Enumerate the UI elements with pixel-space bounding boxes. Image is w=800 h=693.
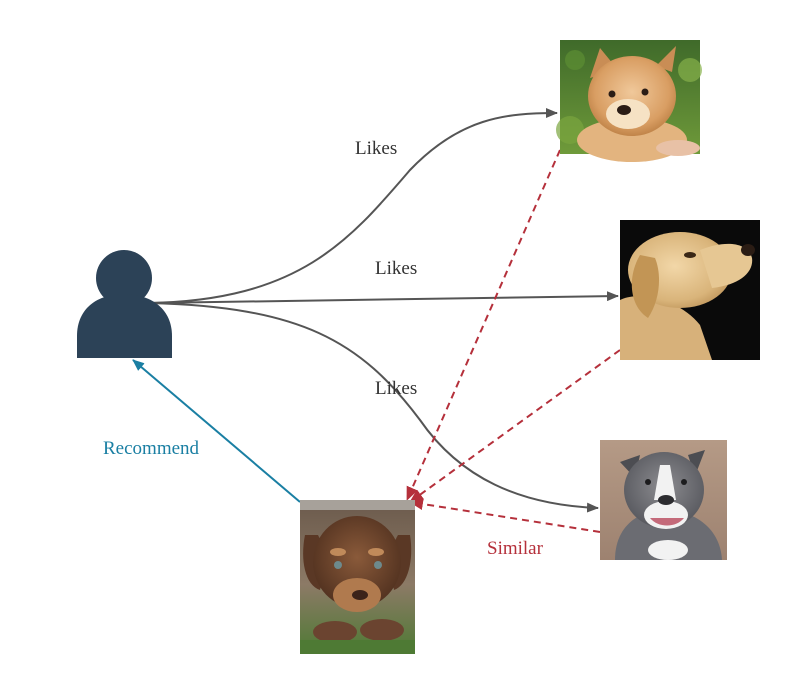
brown-puppy-photo — [300, 500, 415, 654]
user-icon — [77, 250, 172, 358]
labrador-photo — [620, 220, 760, 360]
likes-label-bottom: Likes — [375, 378, 417, 399]
likes-label-middle: Likes — [375, 258, 417, 279]
similar-edge-from-pitbull — [409, 498, 601, 533]
likes-edge-middle — [149, 291, 619, 304]
recommend-label: Recommend — [103, 438, 200, 459]
likes-edge-top — [149, 108, 558, 304]
similar-edge-from-labrador — [409, 349, 621, 503]
likes-edge-bottom — [149, 302, 599, 513]
likes-label-top: Likes — [355, 138, 397, 159]
recommend-edge — [132, 359, 301, 503]
pitbull-photo — [600, 440, 727, 560]
shiba-puppy-photo — [556, 40, 702, 162]
similar-label: Similar — [487, 538, 544, 559]
similar-edge-from-shiba — [406, 149, 561, 501]
